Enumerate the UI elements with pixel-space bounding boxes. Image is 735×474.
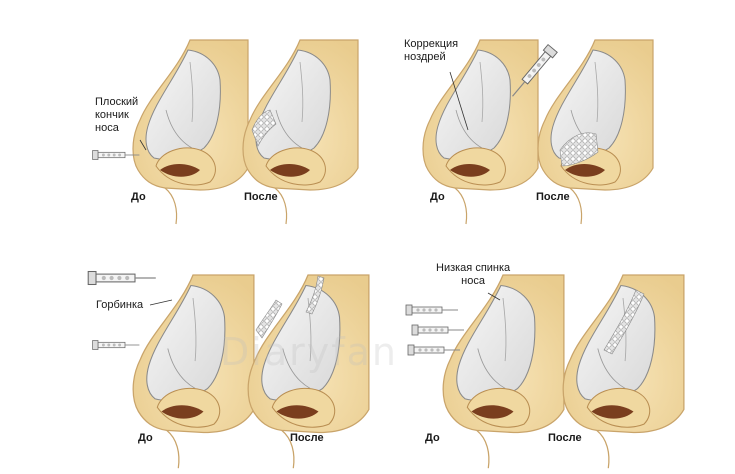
label-flat-tip: Плоский кончик носа: [95, 96, 139, 134]
label-low-bridge: Низкая спинка носа: [436, 262, 511, 287]
filler-hump-high: [305, 275, 325, 315]
leader-flat-tip: [139, 139, 147, 151]
filler-bridge: [603, 289, 645, 355]
caption-after-3: После: [290, 432, 324, 444]
filler-hump-low: [255, 299, 283, 339]
leader-hump: [149, 299, 173, 306]
label-hump: Горбинка: [96, 299, 144, 311]
syringe-bridge-3: [407, 344, 461, 356]
leader-low-bridge: [487, 292, 501, 301]
nose-low-bridge-before: [442, 274, 565, 469]
filler-tip: [251, 109, 277, 147]
caption-before-2: До: [430, 191, 445, 203]
label-nostril-correction: Коррекция ноздрей: [404, 38, 459, 63]
syringe-hump-low: [92, 340, 140, 350]
caption-after-4: После: [548, 432, 582, 444]
caption-before-1: До: [131, 191, 146, 203]
caption-before-4: До: [425, 432, 440, 444]
watermark: Diaryfan: [220, 330, 398, 374]
caption-after-1: После: [244, 191, 278, 203]
caption-after-2: После: [536, 191, 570, 203]
syringe-hump-top: [87, 270, 157, 286]
nose-flat-tip-before: [132, 39, 249, 225]
syringe-bridge-1: [405, 304, 459, 316]
filler-nostril: [559, 132, 599, 167]
syringe-flat-tip: [92, 150, 140, 160]
leader-nostril: [449, 71, 469, 131]
caption-before-3: До: [138, 432, 153, 444]
syringe-bridge-2: [411, 324, 465, 336]
